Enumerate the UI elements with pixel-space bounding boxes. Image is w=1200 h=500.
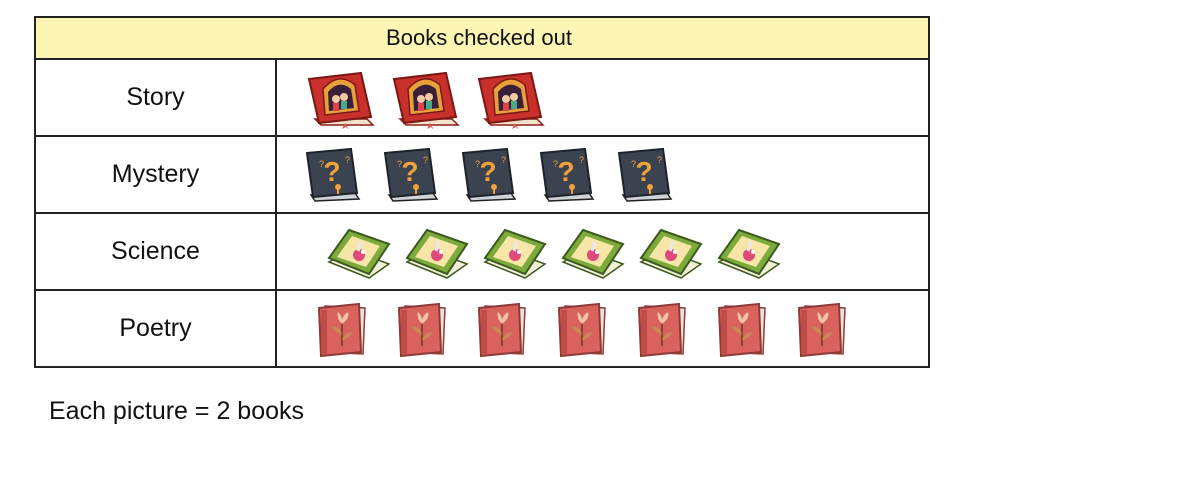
- story-book-icon: [307, 71, 375, 129]
- svg-text:?: ?: [479, 156, 496, 187]
- svg-text:?: ?: [323, 156, 340, 187]
- svg-text:?: ?: [579, 155, 584, 165]
- svg-text:?: ?: [501, 155, 506, 165]
- chart-title: Books checked out: [386, 25, 572, 50]
- pictures-cell: [275, 289, 930, 368]
- svg-text:?: ?: [631, 159, 636, 169]
- category-label: Mystery: [34, 135, 277, 214]
- svg-text:?: ?: [557, 156, 574, 187]
- table-row: Mystery ? ? ? ? ? ? ? ? ? ? ? ?: [34, 135, 930, 214]
- svg-text:?: ?: [401, 156, 418, 187]
- mystery-book-icon: ? ? ?: [383, 147, 439, 202]
- story-book-icon: [477, 71, 545, 129]
- table-row: Science: [34, 212, 930, 291]
- title-row: Books checked out: [34, 16, 930, 60]
- story-book-icon: [392, 71, 460, 129]
- pictograph-table: Books checked out Story: [34, 16, 930, 368]
- svg-text:?: ?: [635, 156, 652, 187]
- science-book-icon: [327, 228, 391, 279]
- svg-text:?: ?: [397, 159, 402, 169]
- table-row: Story: [34, 58, 930, 137]
- chart-title-cell: Books checked out: [34, 16, 930, 60]
- mystery-book-icon: ? ? ?: [461, 147, 517, 202]
- mystery-book-icon: ? ? ?: [617, 147, 673, 202]
- poetry-book-icon: [717, 302, 766, 357]
- svg-text:?: ?: [319, 159, 324, 169]
- category-label: Story: [34, 58, 277, 137]
- table-row: Poetry: [34, 289, 930, 368]
- mystery-book-icon: ? ? ?: [539, 147, 595, 202]
- svg-text:?: ?: [475, 159, 480, 169]
- poetry-book-icon: [557, 302, 606, 357]
- poetry-book-icon: [797, 302, 846, 357]
- category-label: Science: [34, 212, 277, 291]
- poetry-book-icon: [317, 302, 366, 357]
- science-book-icon: [639, 228, 703, 279]
- science-book-icon: [717, 228, 781, 279]
- svg-text:?: ?: [345, 155, 350, 165]
- poetry-book-icon: [477, 302, 526, 357]
- science-book-icon: [405, 228, 469, 279]
- pictures-cell: ? ? ? ? ? ? ? ? ? ? ? ? ? ? ?: [275, 135, 930, 214]
- key-note: Each picture = 2 books: [49, 397, 305, 425]
- poetry-book-icon: [637, 302, 686, 357]
- poetry-book-icon: [397, 302, 446, 357]
- category-label: Poetry: [34, 289, 277, 368]
- pictures-cell: [275, 212, 930, 291]
- science-book-icon: [483, 228, 547, 279]
- pictures-cell: [275, 58, 930, 137]
- svg-text:?: ?: [423, 155, 428, 165]
- science-book-icon: [561, 228, 625, 279]
- svg-text:?: ?: [553, 159, 558, 169]
- mystery-book-icon: ? ? ?: [305, 147, 361, 202]
- svg-text:?: ?: [657, 155, 662, 165]
